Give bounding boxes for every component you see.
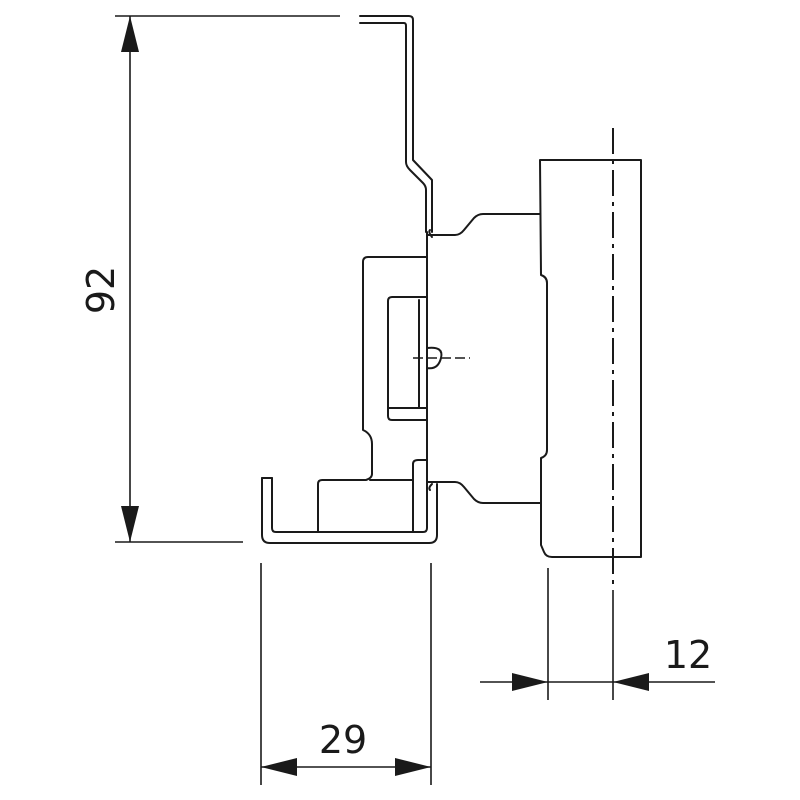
dimension-depth-label: 29 xyxy=(319,718,367,762)
din-rail xyxy=(261,15,438,544)
dimension-offset: 12 xyxy=(480,568,715,700)
upper-connector xyxy=(426,213,541,236)
dimension-height-label: 92 xyxy=(79,266,123,314)
dimension-height: 92 xyxy=(79,15,340,543)
dimension-depth: 29 xyxy=(260,563,432,785)
dimension-offset-label: 12 xyxy=(664,633,712,677)
mounting-clip xyxy=(317,256,470,533)
lower-connector xyxy=(426,481,541,504)
module-front-body xyxy=(539,159,642,558)
